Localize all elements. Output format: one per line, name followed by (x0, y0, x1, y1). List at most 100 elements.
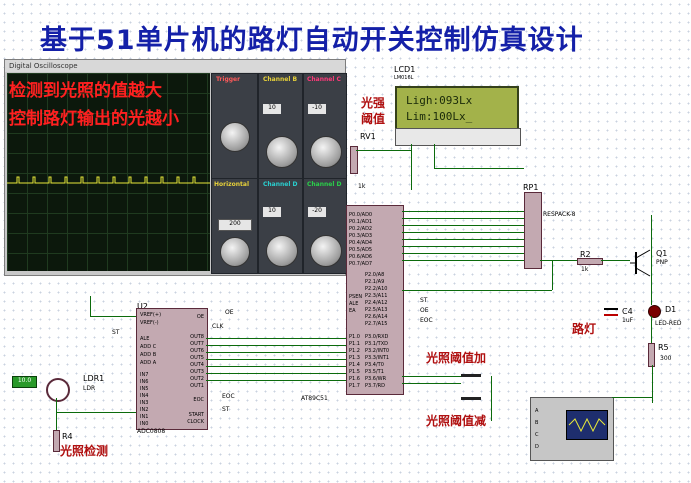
lcd-part: LM016L (394, 75, 414, 81)
oscilloscope-titlebar[interactable]: Digital Oscilloscope (5, 60, 345, 72)
p2-4: P2.4/A12 (365, 300, 388, 306)
horizontal-label: Horizontal (214, 181, 250, 188)
q1-transistor[interactable] (630, 248, 656, 278)
rv1-ref: RV1 (360, 132, 376, 141)
channel-b-position[interactable]: 10 (263, 104, 281, 114)
overlay-line-2: 控制路灯输出的光越小 (9, 109, 179, 129)
p3-3: P3.3/INT1 (365, 355, 390, 361)
p1-5: P1.5 (349, 369, 360, 375)
adc-in0: IN0 (140, 421, 149, 427)
wire-p0-bus-5 (402, 239, 524, 240)
p2-5: P2.5/A13 (365, 307, 388, 313)
wire-ldr-to-adc (56, 412, 136, 413)
wire-q1-to-d1 (651, 215, 652, 305)
p2-6: P2.6/A14 (365, 314, 388, 320)
c4-capacitor[interactable] (604, 314, 618, 316)
wire-adc-data-3 (206, 352, 346, 353)
wire-p2-to-lamp (402, 290, 552, 291)
horizontal-knob[interactable] (220, 237, 250, 267)
adc-out4: OUT4 (190, 362, 204, 368)
channel-c-knob[interactable] (310, 136, 342, 168)
adc-start: START (188, 412, 204, 418)
channel-d-knob[interactable] (310, 235, 342, 267)
light-sub-label: 光照阈值减 (426, 414, 487, 428)
net-st-adc-start: ST (222, 406, 230, 413)
q1-type: PNP (656, 259, 668, 266)
lcd-pin-header (395, 128, 521, 146)
p0-5: P0.5/AD5 (349, 247, 373, 253)
wire-adc-data-6 (206, 373, 346, 374)
adc-out8: OUT8 (190, 334, 204, 340)
overlay-line-1: 检测到光照的值越大 (9, 81, 162, 101)
d1-led[interactable] (648, 305, 661, 318)
light-add-label: 光照阈值加 (426, 351, 487, 365)
mcu-at89c51[interactable]: P0.0/AD0 P0.1/AD1 P0.2/AD2 P0.3/AD3 P0.4… (346, 205, 404, 395)
scope-pin-d: D (535, 444, 539, 450)
adc-in2: IN2 (140, 407, 149, 413)
net-oe-adc: OE (225, 309, 234, 316)
wire-p0-bus-2 (402, 218, 524, 219)
ldr-value-display[interactable]: 10.0 (12, 376, 37, 388)
d1-ref: D1 (665, 305, 677, 314)
virtual-scope-instrument[interactable]: A B C D (530, 397, 614, 461)
wire-p0-bus-7 (402, 253, 524, 254)
net-oe-mcu: OE (420, 307, 429, 314)
p3-6: P3.6/WR (365, 376, 387, 382)
channel-a-value[interactable]: 200 (218, 219, 252, 231)
adc-out7: OUT7 (190, 341, 204, 347)
net-eoc-adc: EOC (222, 393, 235, 400)
adc-vref-plus: VREF(+) (140, 312, 162, 318)
p2-7: P2.7/A15 (365, 321, 388, 327)
adc-ale: ALE (140, 336, 150, 342)
p1-1: P1.1 (349, 341, 360, 347)
lcd-line-1: Ligh:093Lx (406, 94, 473, 107)
wire-adc-data-1 (206, 338, 346, 339)
wire-rv1-lcd (356, 150, 411, 151)
p2-2: P2.2/A10 (365, 286, 388, 292)
channel-b-knob[interactable] (266, 136, 298, 168)
r5-value: 300 (660, 355, 672, 362)
channel-d-panel: Channel D -20 (303, 178, 347, 274)
p2-1: P2.1/A9 (365, 279, 385, 285)
wire-d1-to-r5 (651, 316, 652, 343)
ldr-sensor[interactable] (46, 378, 70, 402)
p3-4: P3.4/T0 (365, 362, 384, 368)
p2-3: P2.3/A11 (365, 293, 388, 299)
adc-adc0808[interactable]: VREF(+) VREF(-) ALE ADD C ADD B ADD A IN… (136, 308, 208, 430)
wire-adc-data-2 (206, 345, 346, 346)
wire-vref-h (90, 316, 136, 317)
light-detect-label: 光照检测 (60, 444, 109, 458)
adc-in1: IN1 (140, 414, 149, 420)
respack-part: RESPACK-8 (543, 211, 576, 218)
adc-in4: IN4 (140, 393, 149, 399)
r2-ref: R2 (580, 250, 591, 259)
adc-out5: OUT5 (190, 355, 204, 361)
p0-7: P0.7/AD7 (349, 261, 373, 267)
wire-p2-vertical (552, 260, 553, 290)
light-add-button[interactable] (461, 374, 481, 377)
adc-ref: U2 (137, 302, 148, 311)
p1-7: P1.7 (349, 383, 360, 389)
channel-d-position[interactable]: -20 (308, 207, 326, 217)
trigger-knob[interactable] (220, 122, 250, 152)
p0-2: P0.2/AD2 (349, 226, 373, 232)
p0-0: P0.0/AD0 (349, 212, 373, 218)
wire-btn-sub (402, 383, 461, 384)
channel-d-knob-left[interactable] (266, 235, 298, 267)
channel-d-position-left[interactable]: 10 (263, 207, 281, 217)
oscilloscope-window[interactable]: Digital Oscilloscope 检测到光照的值越大 控制路灯输出的光越… (4, 59, 347, 276)
adc-in3: IN3 (140, 400, 149, 406)
channel-c-position[interactable]: -10 (308, 104, 326, 114)
light-sub-button[interactable] (461, 397, 481, 400)
adc-clock: CLOCK (187, 419, 204, 425)
r5-resistor[interactable] (648, 343, 655, 367)
rv1-potentiometer[interactable] (350, 146, 358, 174)
wire-ldr-to-r4 (56, 398, 57, 430)
r2-resistor[interactable] (577, 258, 603, 265)
trigger-panel: Trigger (211, 73, 258, 179)
wire-vref (90, 296, 91, 316)
r5-ref: R5 (658, 343, 669, 352)
horizontal-panel: Horizontal 200 (211, 178, 258, 274)
respack-8[interactable] (524, 192, 542, 269)
r4-resistor[interactable] (53, 430, 60, 452)
